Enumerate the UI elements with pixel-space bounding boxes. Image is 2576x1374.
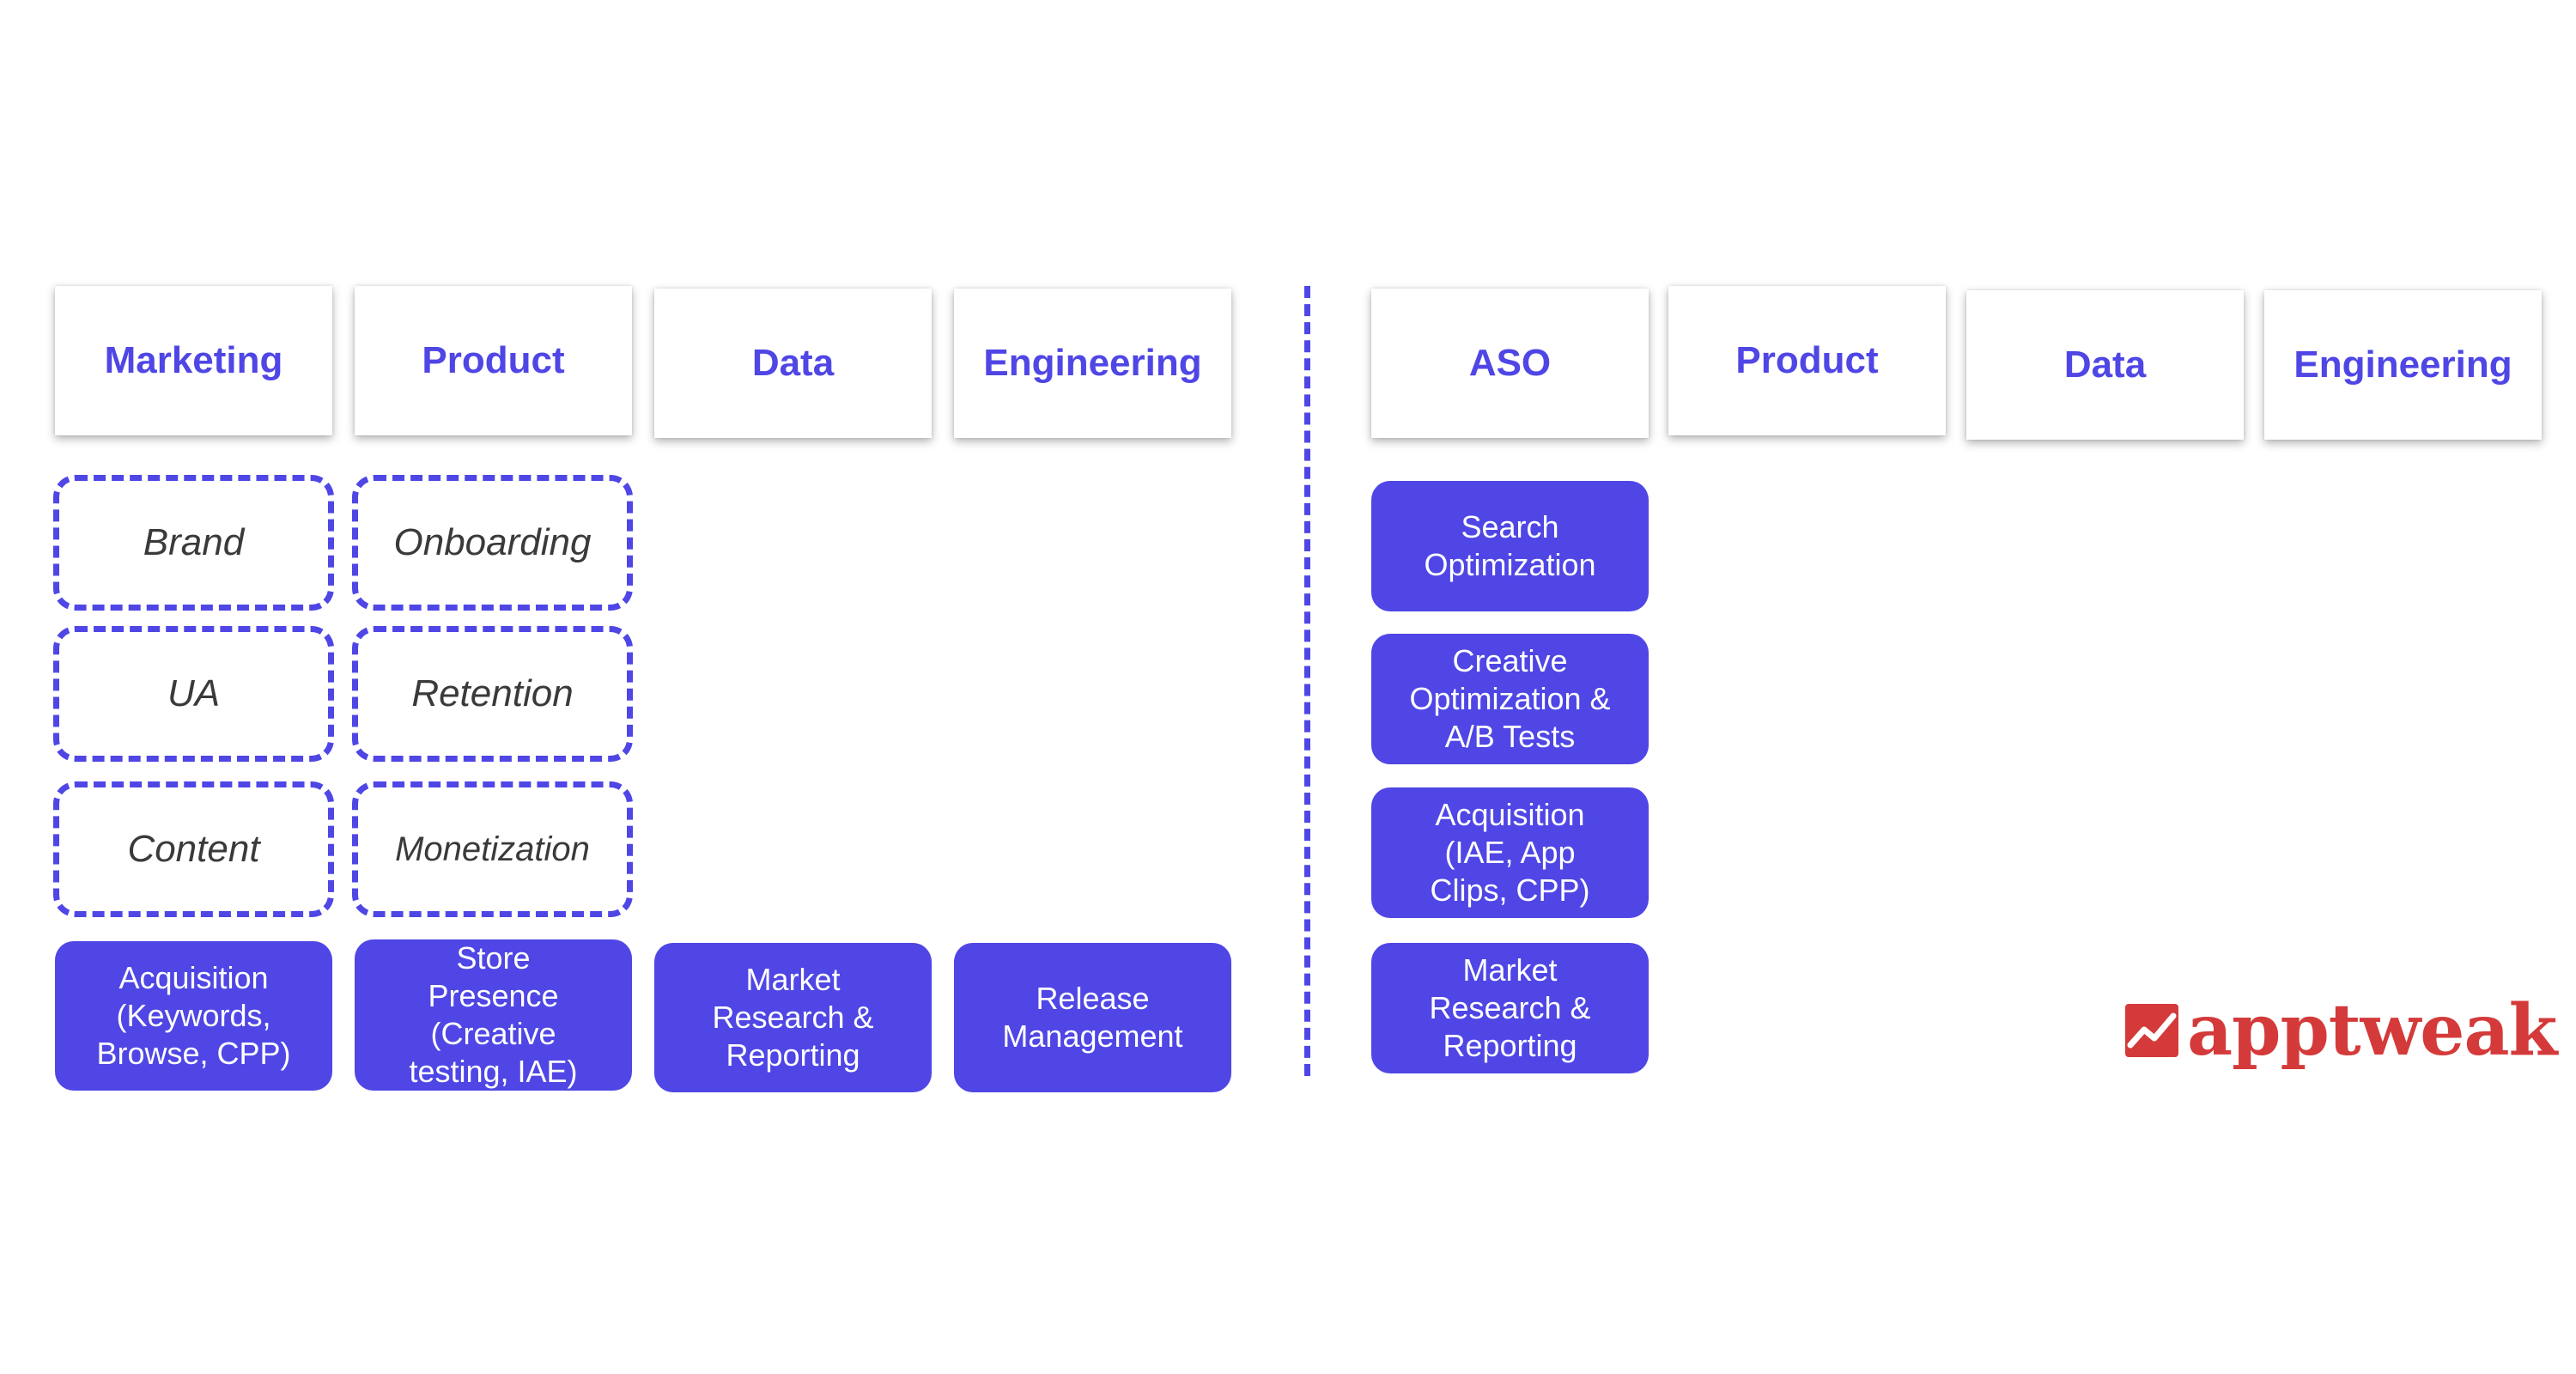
header-aso: ASO xyxy=(1371,289,1649,438)
solid-box-release-management: Release Management xyxy=(954,943,1231,1092)
header-product-left: Product xyxy=(355,286,632,435)
dashed-box-ua: UA xyxy=(53,626,334,762)
trend-chart-icon xyxy=(2125,1004,2178,1057)
header-product-right: Product xyxy=(1668,286,1946,435)
dashed-box-monetization: Monetization xyxy=(352,781,633,917)
header-data-left: Data xyxy=(654,289,932,438)
vertical-dashed-divider xyxy=(1304,286,1310,1076)
header-engineering-left: Engineering xyxy=(954,289,1231,438)
solid-box-creative-optimization: Creative Optimization & A/B Tests xyxy=(1371,634,1649,764)
header-engineering-right: Engineering xyxy=(2264,290,2542,440)
dashed-box-content: Content xyxy=(53,781,334,917)
dashed-box-retention: Retention xyxy=(352,626,633,762)
apptweak-logo: apptweak xyxy=(2125,988,2557,1073)
solid-box-market-research-left: Market Research & Reporting xyxy=(654,943,932,1092)
dashed-box-brand: Brand xyxy=(53,475,334,611)
header-marketing: Marketing xyxy=(55,286,332,435)
solid-box-market-research-right: Market Research & Reporting xyxy=(1371,943,1649,1073)
solid-box-store-presence: Store Presence (Creative testing, IAE) xyxy=(355,939,632,1091)
solid-box-acquisition-keywords: Acquisition (Keywords, Browse, CPP) xyxy=(55,941,332,1091)
solid-box-acquisition-iae: Acquisition (IAE, App Clips, CPP) xyxy=(1371,787,1649,918)
logo-wordmark: apptweak xyxy=(2187,989,2557,1072)
solid-box-search-optimization: Search Optimization xyxy=(1371,481,1649,611)
header-data-right: Data xyxy=(1966,290,2244,440)
dashed-box-onboarding: Onboarding xyxy=(352,475,633,611)
